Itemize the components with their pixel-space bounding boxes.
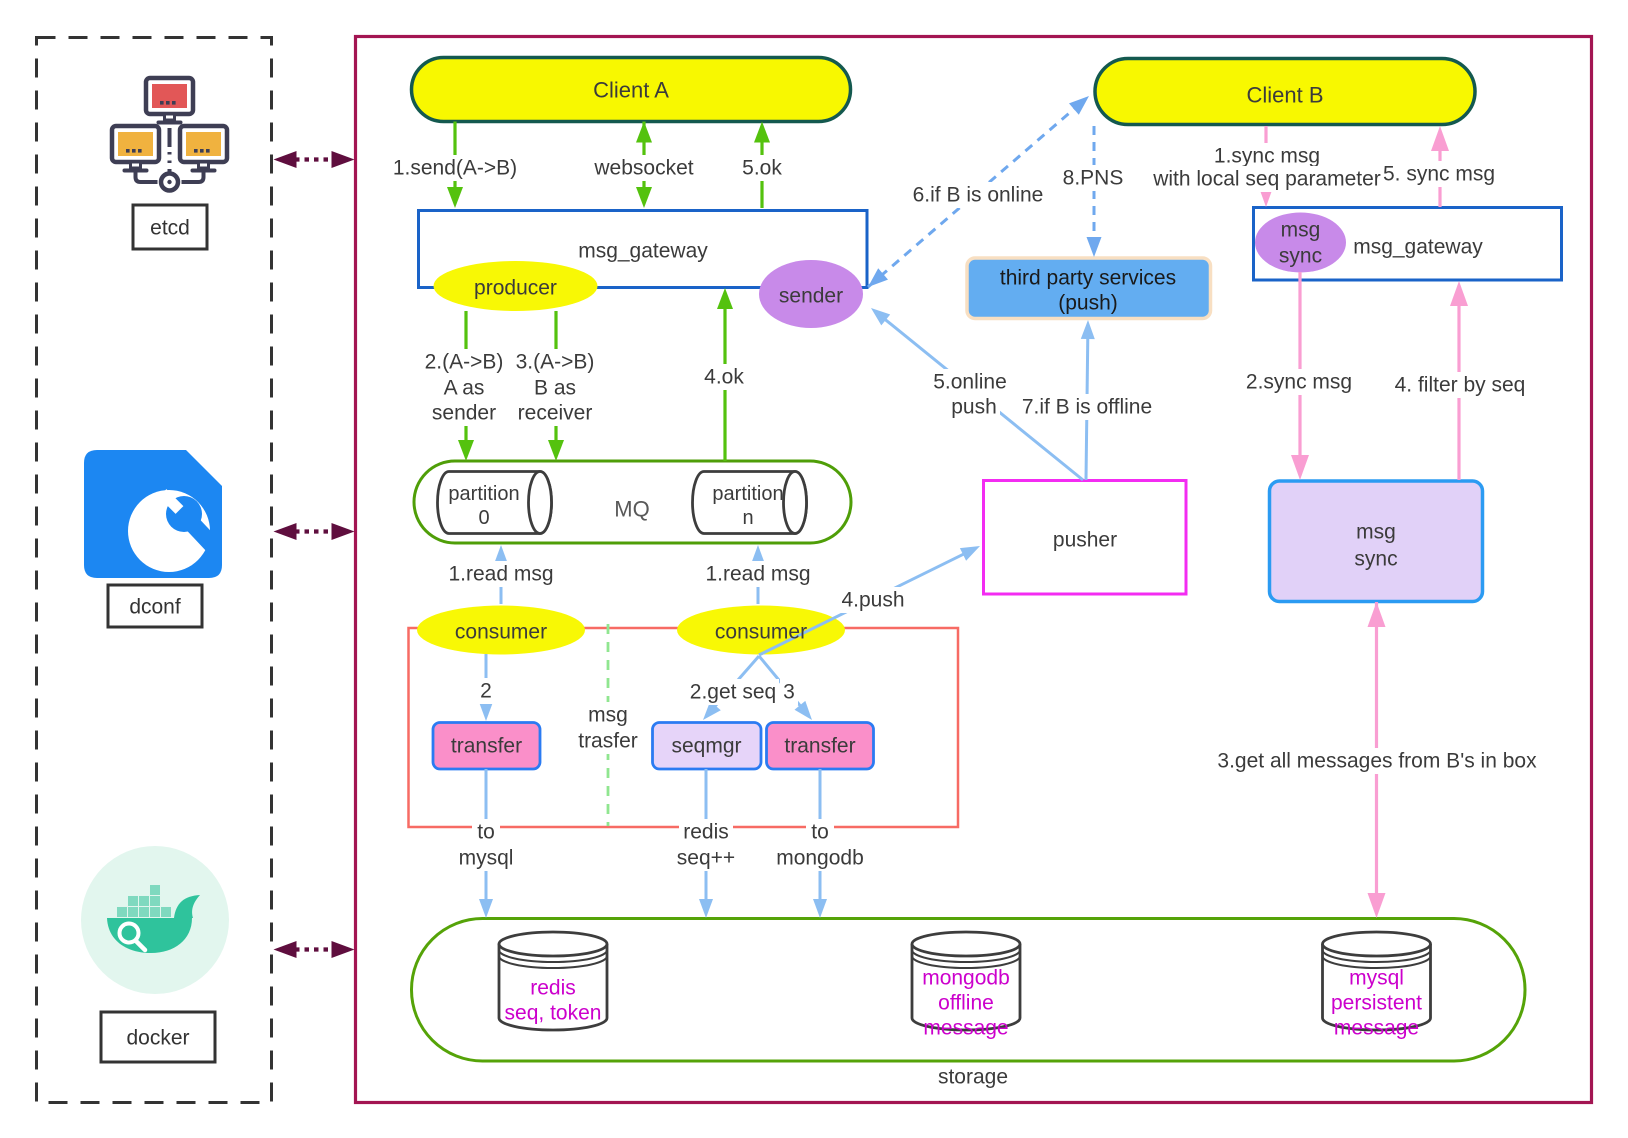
svg-text:msg_gateway: msg_gateway [578, 240, 708, 263]
svg-text:partition: partition [448, 483, 519, 505]
svg-text:5. sync msg: 5. sync msg [1383, 163, 1495, 186]
svg-text:mongodb: mongodb [922, 967, 1010, 990]
svg-text:to: to [811, 821, 829, 844]
svg-text:2.(A->B): 2.(A->B) [425, 351, 504, 374]
svg-text:seqmgr: seqmgr [671, 735, 741, 758]
svg-text:receiver: receiver [518, 402, 593, 425]
svg-text:6.if B is online: 6.if B is online [913, 184, 1044, 207]
svg-text:3.(A->B): 3.(A->B) [516, 351, 595, 374]
svg-text:1.read msg: 1.read msg [448, 563, 553, 586]
svg-text:n: n [742, 507, 753, 529]
svg-text:4.ok: 4.ok [704, 366, 744, 389]
svg-text:4. filter by seq: 4. filter by seq [1395, 374, 1526, 397]
svg-text:2.sync msg: 2.sync msg [1246, 371, 1352, 394]
svg-text:seq, token: seq, token [505, 1002, 602, 1025]
svg-text:trasfer: trasfer [578, 730, 638, 753]
svg-text:mysql: mysql [459, 847, 514, 870]
svg-text:mongodb: mongodb [776, 847, 864, 870]
svg-text:5.ok: 5.ok [742, 157, 782, 180]
svg-text:0: 0 [478, 507, 489, 529]
svg-text:redis: redis [530, 977, 576, 1000]
svg-text:message: message [1334, 1017, 1419, 1040]
svg-text:sender: sender [779, 285, 843, 308]
svg-text:4.push: 4.push [841, 589, 904, 612]
svg-text:transfer: transfer [451, 735, 522, 758]
svg-text:etcd: etcd [150, 217, 190, 240]
svg-text:mysql: mysql [1349, 967, 1404, 990]
svg-text:with local seq parameter: with local seq parameter [1152, 168, 1381, 191]
svg-text:8.PNS: 8.PNS [1063, 167, 1124, 190]
svg-text:msg: msg [1281, 219, 1321, 242]
svg-text:B as: B as [534, 377, 576, 400]
svg-text:sync: sync [1279, 245, 1322, 268]
svg-text:2.get seq: 2.get seq [690, 681, 776, 704]
svg-text:storage: storage [938, 1066, 1008, 1089]
svg-text:consumer: consumer [715, 621, 807, 644]
svg-text:sender: sender [432, 402, 496, 425]
svg-text:docker: docker [126, 1027, 189, 1050]
svg-text:websocket: websocket [593, 157, 693, 180]
svg-text:3.get all messages from B's in: 3.get all messages from B's in box [1217, 750, 1537, 773]
svg-text:consumer: consumer [455, 621, 547, 644]
svg-text:third party services: third party services [1000, 267, 1176, 290]
svg-text:1.read msg: 1.read msg [705, 563, 810, 586]
svg-text:A as: A as [444, 377, 485, 400]
svg-text:pusher: pusher [1053, 529, 1117, 552]
svg-text:dconf: dconf [129, 596, 181, 619]
svg-text:to: to [477, 821, 495, 844]
svg-text:msg_gateway: msg_gateway [1353, 236, 1483, 259]
svg-text:1.sync msg: 1.sync msg [1214, 145, 1320, 168]
svg-text:partition: partition [712, 483, 783, 505]
svg-text:offline: offline [938, 992, 994, 1015]
svg-text:seq++: seq++ [677, 847, 735, 870]
svg-text:5.online: 5.online [933, 371, 1007, 394]
svg-text:(push): (push) [1058, 292, 1118, 315]
svg-text:message: message [923, 1017, 1008, 1040]
svg-text:Client A: Client A [593, 78, 669, 103]
svg-text:msg: msg [588, 704, 628, 727]
svg-text:push: push [951, 396, 997, 419]
svg-text:2: 2 [480, 680, 492, 703]
svg-text:Client B: Client B [1246, 83, 1323, 108]
svg-text:sync: sync [1354, 548, 1397, 571]
svg-text:transfer: transfer [784, 735, 855, 758]
svg-text:redis: redis [683, 821, 729, 844]
svg-text:7.if B is offline: 7.if B is offline [1022, 396, 1152, 419]
svg-text:3: 3 [783, 681, 795, 704]
svg-text:msg: msg [1356, 521, 1396, 544]
svg-text:producer: producer [474, 277, 557, 300]
svg-text:1.send(A->B): 1.send(A->B) [393, 157, 517, 180]
svg-text:MQ: MQ [614, 497, 649, 522]
svg-text:persistent: persistent [1331, 992, 1422, 1015]
